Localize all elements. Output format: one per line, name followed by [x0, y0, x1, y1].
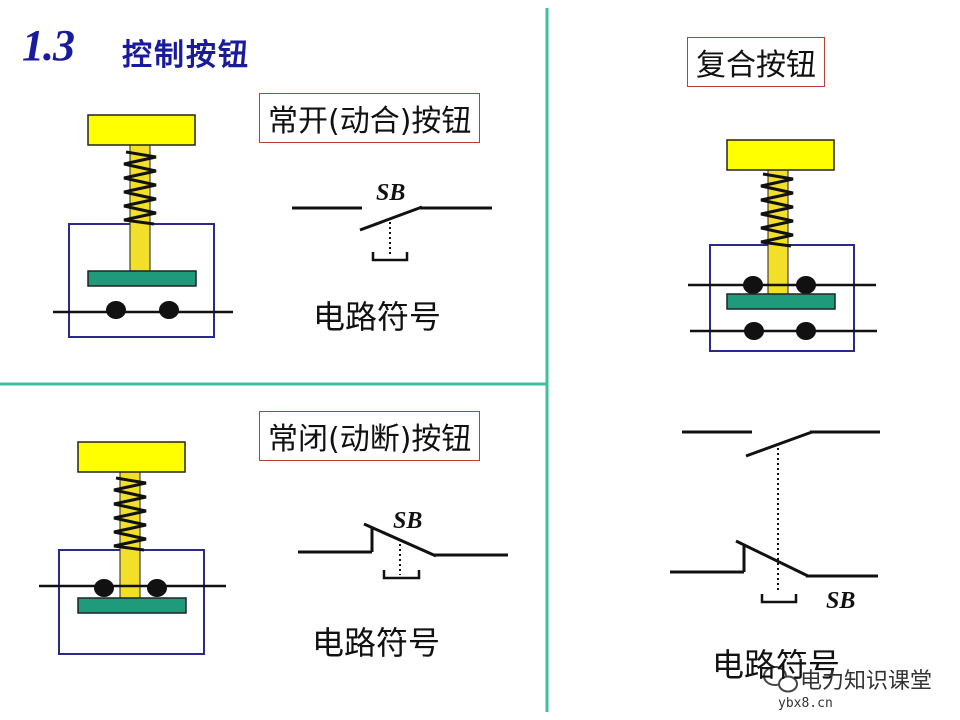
normally-open-sb-tag: SB — [376, 180, 406, 206]
normally-open-symbol — [292, 205, 492, 262]
watermark-url: ybx8.cn — [778, 696, 833, 711]
compound-symbol — [670, 430, 880, 604]
compound-sb-tag: SB — [826, 588, 856, 614]
normally-closed-symbol — [298, 522, 508, 580]
normally-closed-sb-tag: SB — [393, 508, 423, 534]
normally-closed-caption: 电路符号 — [312, 624, 441, 662]
section-title: 控制按钮 — [122, 38, 250, 73]
normally-closed-button-illustration — [39, 441, 226, 655]
normally-open-caption: 电路符号 — [313, 298, 442, 336]
wechat-logo-icon — [763, 666, 798, 693]
normally-open-label: 常开(动合)按钮 — [259, 93, 481, 143]
normally-closed-label: 常闭(动断)按钮 — [259, 411, 481, 461]
section-number: 1.3 — [22, 21, 75, 70]
compound-label: 复合按钮 — [687, 37, 825, 87]
normally-open-button-illustration — [53, 114, 233, 338]
compound-button-illustration — [688, 139, 877, 352]
compound-caption: 电路符号 — [712, 646, 841, 684]
watermark-text: 电力知识课堂 — [800, 669, 933, 694]
